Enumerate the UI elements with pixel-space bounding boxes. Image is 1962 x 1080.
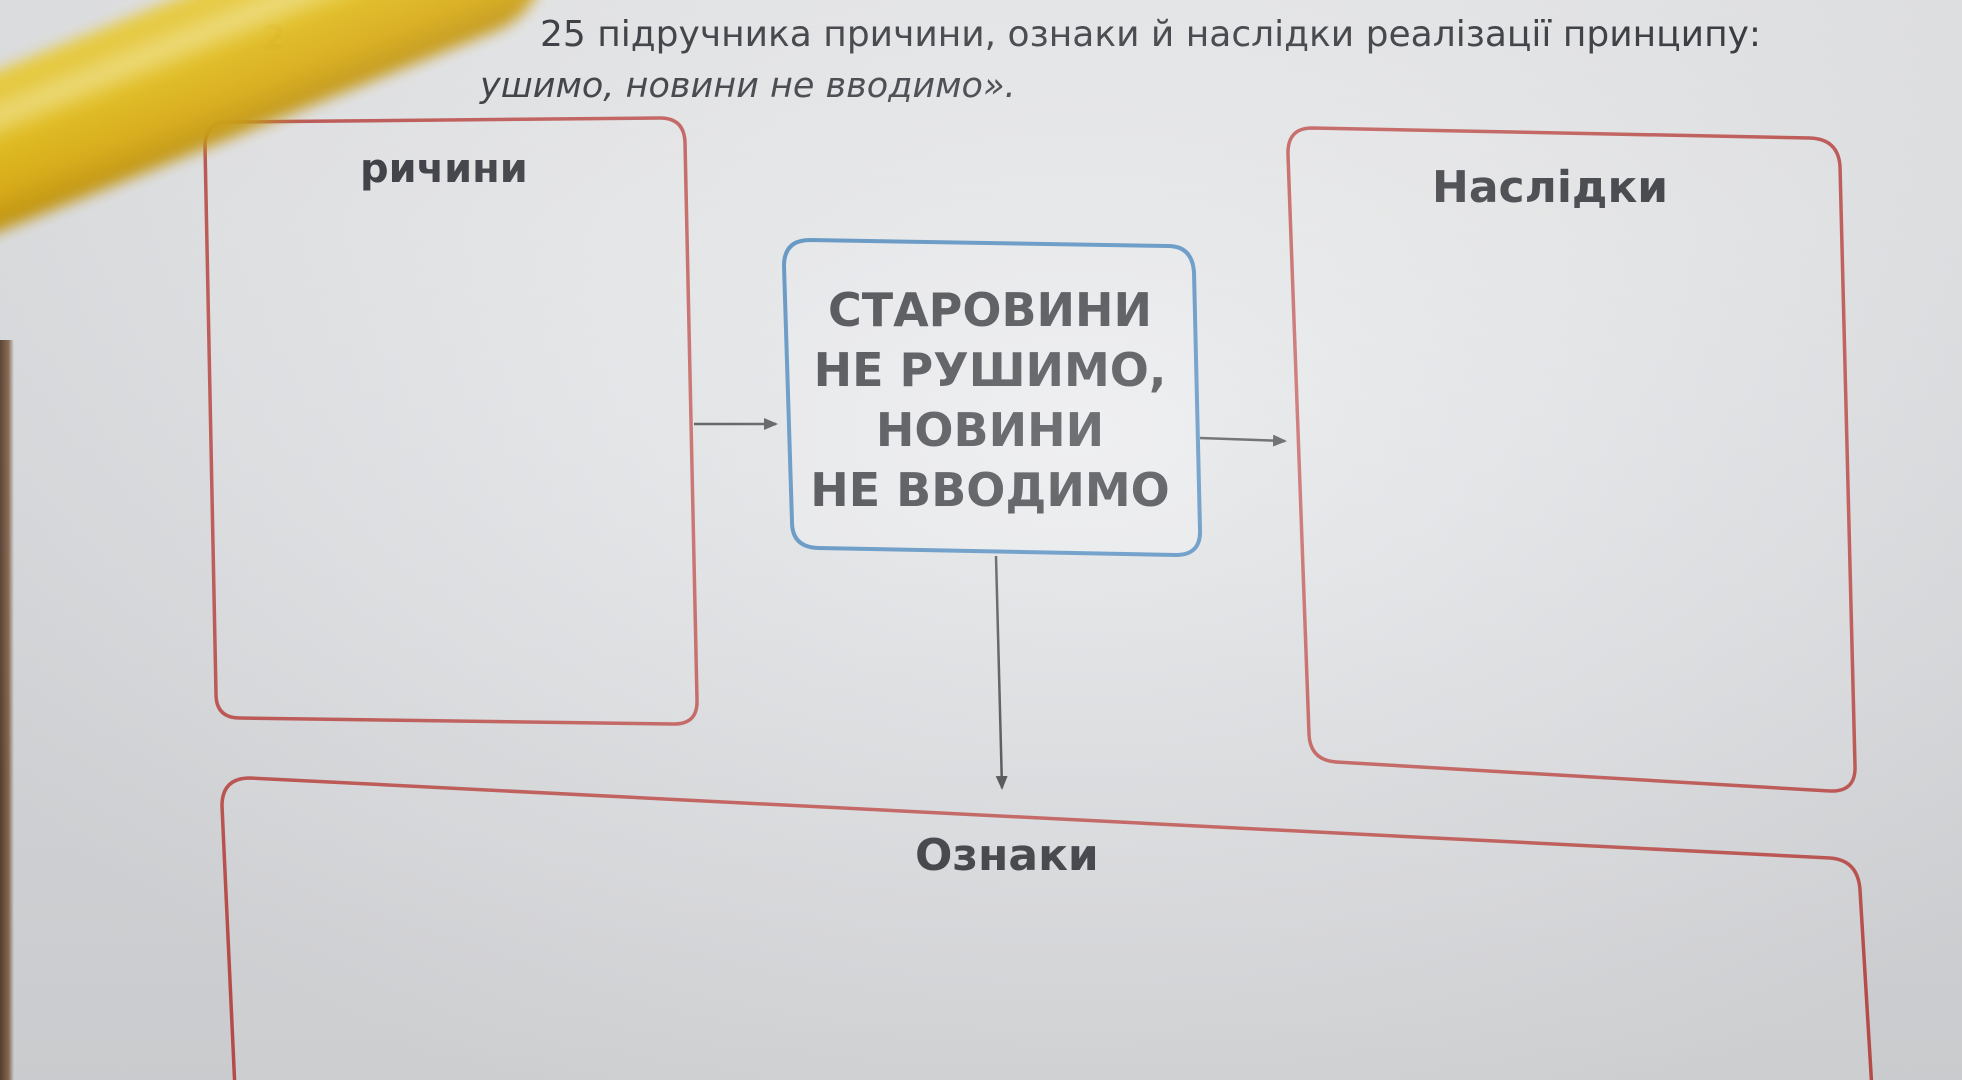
signs-title: Ознаки <box>915 830 1099 881</box>
principle-line-2: НЕ РУШИМО, <box>813 343 1167 397</box>
table-edge <box>0 340 14 1080</box>
effects-box <box>1286 126 1857 793</box>
causes-title: ричини <box>360 146 528 192</box>
task-instruction-line-2: ушимо, новини не вводимо». <box>480 66 1016 106</box>
principle-line-4: НЕ ВВОДИМО <box>810 463 1170 517</box>
arrow-principle-to-signs <box>994 555 1008 790</box>
principle-line-3: НОВИНИ <box>875 403 1105 457</box>
arrow-principle-to-effects <box>1199 434 1287 447</box>
effects-title: Наслідки <box>1432 162 1669 213</box>
task-instruction-line-1: 25 підручника причини, ознаки й наслідки… <box>540 14 1762 55</box>
principle-box <box>781 237 1203 558</box>
causes-box <box>203 116 699 726</box>
principle-line-1: СТАРОВИНИ <box>827 283 1153 337</box>
principle-text: СТАРОВИНИ НЕ РУШИМО, НОВИНИ НЕ ВВОДИМО <box>790 280 1190 520</box>
signs-box <box>220 776 1874 1080</box>
